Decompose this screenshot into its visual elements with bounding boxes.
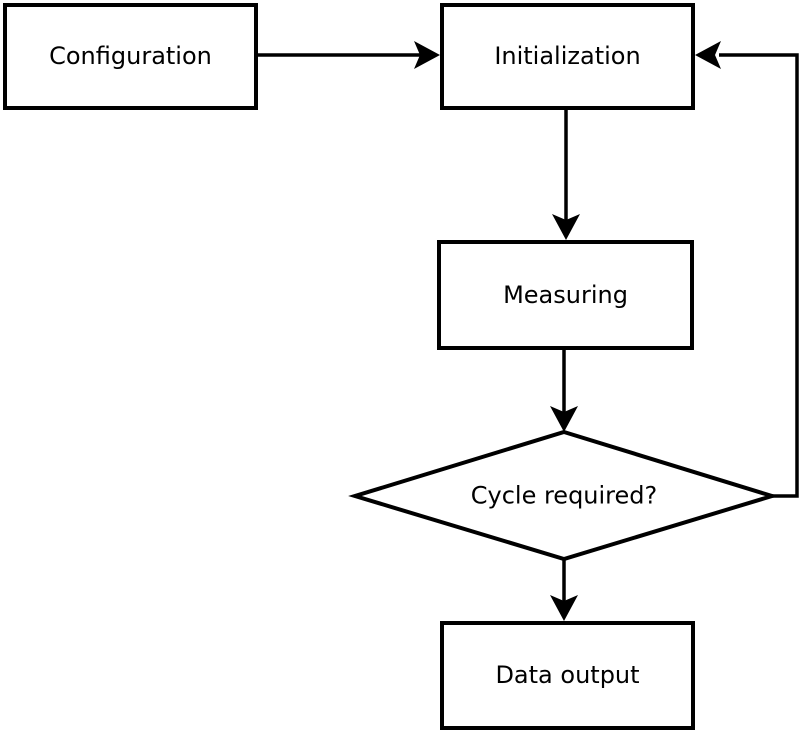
arrowhead-down-into-measuring <box>552 214 580 240</box>
arrowhead-down-into-data-output <box>550 595 578 621</box>
arrowhead-left-into-initialization <box>695 41 721 69</box>
arrow-loop-decision-to-initialization <box>719 53 799 498</box>
node-initialization: Initialization <box>440 3 695 110</box>
node-cycle-required-shape <box>348 429 779 562</box>
node-measuring: Measuring <box>437 240 694 350</box>
node-cycle-required-label: Cycle required? <box>470 481 658 510</box>
node-initialization-label: Initialization <box>494 42 641 71</box>
node-measuring-label: Measuring <box>503 280 628 309</box>
node-data-output-label: Data output <box>495 661 640 690</box>
node-configuration-label: Configuration <box>49 42 212 71</box>
arrowhead-right-into-initialization <box>414 41 440 69</box>
node-configuration: Configuration <box>3 3 258 110</box>
arrowhead-down-into-decision <box>550 406 578 432</box>
node-data-output: Data output <box>440 621 695 730</box>
